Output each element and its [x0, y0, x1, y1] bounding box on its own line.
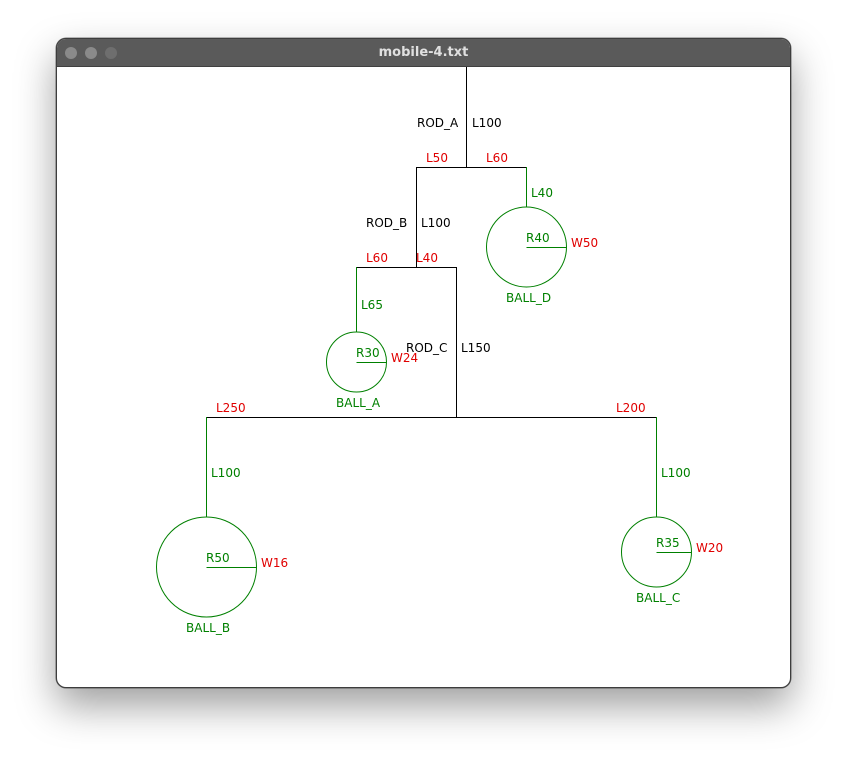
minimize-window-icon[interactable] [85, 47, 97, 59]
ball-a-name: BALL_A [336, 396, 381, 410]
ball-c-name: BALL_C [636, 591, 680, 605]
rod-b-name: ROD_B [366, 216, 407, 230]
rod-c-name: ROD_C [406, 341, 447, 355]
window-title: mobile-4.txt [378, 45, 469, 60]
app-window: mobile-4.txt ROD_A L100 L50 L60 L40 R40 … [56, 38, 791, 688]
rod-a-right-arm: L60 [486, 151, 508, 165]
ball-c-radius: R35 [656, 536, 680, 550]
ball-d-string-length: L40 [531, 186, 553, 200]
rod-a-left-arm: L50 [426, 151, 448, 165]
ball-b-string-length: L100 [211, 466, 241, 480]
close-window-icon[interactable] [65, 47, 77, 59]
rod-c: ROD_C L150 L250 L200 [206, 267, 657, 418]
ball-a: L65 R30 W24 BALL_A [326, 267, 418, 410]
rod-a-name: ROD_A [417, 116, 459, 130]
ball-c-weight: W20 [696, 541, 723, 555]
rod-c-right-arm: L200 [616, 401, 646, 415]
rod-c-length: L150 [461, 341, 491, 355]
rod-a: ROD_A L100 L50 L60 [416, 67, 527, 168]
title-bar[interactable]: mobile-4.txt [57, 39, 790, 67]
ball-c: L100 R35 W20 BALL_C [621, 417, 723, 605]
ball-b-weight: W16 [261, 556, 288, 570]
rod-b-length: L100 [421, 216, 451, 230]
rod-c-left-arm: L250 [216, 401, 246, 415]
ball-b-name: BALL_B [186, 621, 230, 635]
ball-d-radius: R40 [526, 231, 550, 245]
rod-b-left-arm: L60 [366, 251, 388, 265]
ball-a-radius: R30 [356, 346, 380, 360]
ball-a-weight: W24 [391, 351, 418, 365]
ball-c-string-length: L100 [661, 466, 691, 480]
ball-b-radius: R50 [206, 551, 230, 565]
ball-b: L100 R50 W16 BALL_B [156, 417, 288, 635]
rod-b-right-arm: L40 [416, 251, 438, 265]
rod-a-length: L100 [472, 116, 502, 130]
zoom-window-icon[interactable] [105, 47, 117, 59]
ball-d: L40 R40 W50 BALL_D [486, 167, 598, 305]
rod-b: ROD_B L100 L60 L40 [356, 167, 457, 268]
ball-d-name: BALL_D [506, 291, 551, 305]
ball-d-weight: W50 [571, 236, 598, 250]
mobile-canvas: ROD_A L100 L50 L60 L40 R40 W50 BALL_D RO… [57, 67, 790, 687]
ball-a-string-length: L65 [361, 298, 383, 312]
mobile-drawing: ROD_A L100 L50 L60 L40 R40 W50 BALL_D RO… [156, 67, 723, 635]
